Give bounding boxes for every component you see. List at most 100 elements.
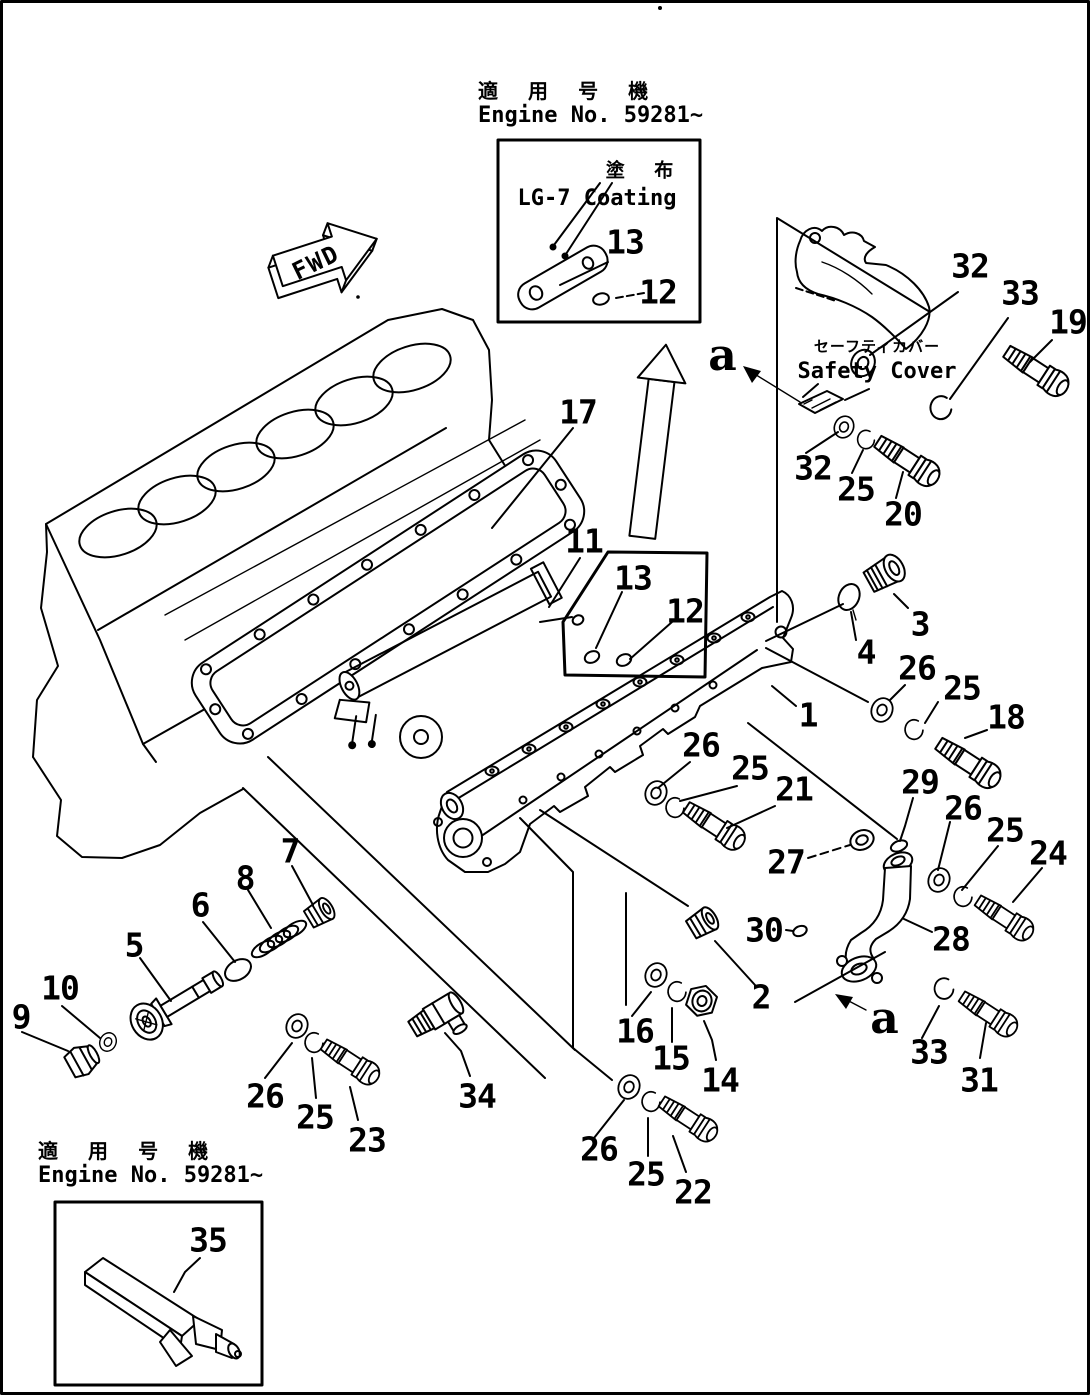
view-a-arrow-top-icon [743, 366, 801, 403]
callout-26-bottom: 26 [580, 1129, 619, 1169]
bolt-23-art [316, 1033, 385, 1090]
bolt-21-art [678, 796, 751, 856]
callout-1: 1 [798, 695, 819, 735]
bolt-24-art [970, 889, 1039, 946]
callout-3: 3 [910, 604, 931, 644]
callout-14: 14 [701, 1060, 740, 1100]
cover-gasket-art [190, 449, 586, 745]
bolt-18-art [930, 731, 1007, 794]
callout-30: 30 [745, 910, 784, 950]
callout-33-bottom: 33 [910, 1032, 949, 1072]
plug-7-art [301, 894, 339, 931]
spring-8-art [250, 919, 308, 959]
callout-4: 4 [856, 632, 877, 672]
callout-32-top: 32 [951, 246, 990, 286]
bolt-20-art [869, 429, 946, 492]
callout-12-detail: 12 [666, 591, 705, 631]
leader-lines [21, 182, 1053, 1293]
callout-8: 8 [235, 858, 256, 898]
callout-10: 10 [41, 968, 80, 1008]
tool-detail-box [53, 1200, 264, 1387]
callout-25-safety: 25 [837, 469, 876, 509]
washer-10-art [96, 1029, 120, 1055]
callout-26-lower-right: 26 [944, 788, 983, 828]
callout-25-bottom: 25 [627, 1154, 666, 1194]
callout-13-coating: 13 [606, 222, 645, 262]
bolt-31-art [954, 985, 1023, 1042]
safety-cover-note-en: Safety Cover [797, 359, 957, 384]
callout-20: 20 [884, 494, 923, 534]
snap-ring-33-top-art [928, 394, 954, 421]
callout-15: 15 [652, 1038, 691, 1078]
callout-26-right: 26 [898, 648, 937, 688]
safety-cover-note-jp: セーフティカバー [813, 337, 941, 356]
washer-32-mid-art [830, 412, 858, 442]
plug-9-art [63, 1044, 101, 1079]
coating-detail-box [496, 138, 702, 324]
safety-cover-art [776, 217, 931, 623]
view-label-a-top: a [708, 330, 736, 381]
valve-5-art [129, 970, 225, 1041]
callout-25-left: 25 [296, 1097, 335, 1137]
nut-14-art [685, 984, 718, 1017]
o-ring-4-art [837, 583, 861, 621]
plug-3-art [862, 553, 906, 593]
callout-35: 35 [189, 1220, 228, 1260]
callout-5: 5 [124, 925, 145, 965]
callout-16: 16 [616, 1011, 655, 1051]
o-ring-30-art [792, 924, 808, 938]
header-top-en: Engine No. 59281~ [478, 103, 704, 128]
callout-19: 19 [1049, 302, 1088, 342]
snap-ring-25-safety-art [856, 429, 876, 450]
callout-21: 21 [775, 769, 814, 809]
elbow-pipe-28-art [836, 851, 914, 984]
fwd-arrow-icon: FWD [267, 222, 378, 300]
snap-ring-25-right-art [904, 718, 924, 741]
callout-2: 2 [751, 977, 772, 1017]
callout-27: 27 [767, 842, 806, 882]
callout-33-top: 33 [1001, 273, 1040, 313]
view-a-arrow-bottom-icon [835, 994, 867, 1011]
callout-32-mid: 32 [794, 448, 833, 488]
callout-26-left: 26 [246, 1076, 285, 1116]
callout-17: 17 [559, 392, 598, 432]
o-ring-27-art [849, 829, 875, 851]
coating-note-en: LG-7 Coating [517, 186, 677, 211]
callout-13-detail: 13 [614, 558, 653, 598]
callout-22: 22 [674, 1172, 713, 1212]
callout-25-right: 25 [943, 668, 982, 708]
bolt-19-art [998, 339, 1075, 402]
plug-2-art [683, 903, 723, 942]
seal-detail-box [561, 550, 709, 679]
washer-16-art [640, 958, 672, 992]
callout-12-coating: 12 [639, 272, 678, 312]
fitting-34-art [407, 991, 468, 1038]
callout-28: 28 [932, 919, 971, 959]
callout-24: 24 [1029, 833, 1068, 873]
callout-25-lower-right: 25 [986, 810, 1025, 850]
callout-23: 23 [348, 1120, 387, 1160]
callout-7: 7 [280, 831, 301, 871]
snap-ring-25-bottom-art [641, 1090, 661, 1113]
bolt-22-art [654, 1090, 723, 1147]
snap-ring-33-bottom-art [933, 977, 955, 1000]
callout-26-mid: 26 [682, 725, 721, 765]
header-bottom: 適 用 号 機 Engine No. 59281~ [38, 1139, 264, 1189]
oil-cooler-core-art [333, 561, 563, 750]
cylinder-bores [78, 342, 452, 559]
o-ring-6-art [224, 958, 252, 982]
snap-ring-15-art [667, 980, 687, 1003]
direction-arrow-icon [628, 343, 687, 540]
header-bottom-en: Engine No. 59281~ [38, 1163, 264, 1188]
callout-34: 34 [458, 1076, 497, 1116]
callout-25-mid: 25 [731, 748, 770, 788]
header-bottom-jp: 適 用 号 機 [38, 1139, 218, 1163]
callout-9: 9 [11, 997, 32, 1037]
callout-6: 6 [190, 885, 211, 925]
header-top-jp: 適 用 号 機 [478, 79, 658, 103]
header-top: 適 用 号 機 Engine No. 59281~ [478, 79, 704, 129]
o-ring-29-art [889, 839, 909, 853]
